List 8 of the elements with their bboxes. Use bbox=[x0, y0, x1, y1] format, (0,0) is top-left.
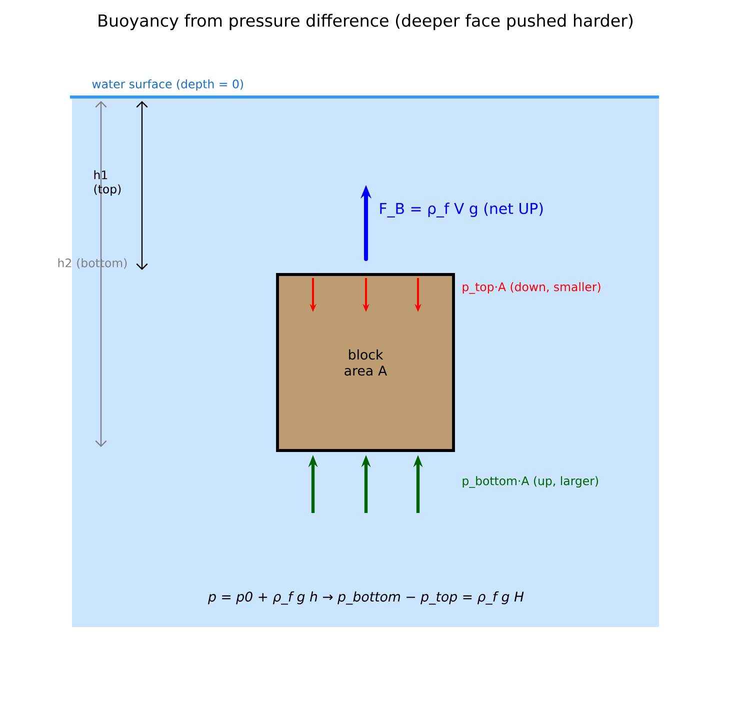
force-label: F_B = ρ_f V g (net UP) bbox=[380, 202, 543, 218]
block-box bbox=[276, 273, 455, 452]
dimension-label: h1 (top) bbox=[94, 170, 121, 196]
force-label: p_bottom·A (up, larger) bbox=[462, 476, 598, 488]
title: Buoyancy from pressure difference (deeper face pushed harder) bbox=[98, 14, 633, 30]
block-label: block area A bbox=[344, 349, 388, 376]
water-surface-label: water surface (depth = 0) bbox=[92, 79, 244, 91]
formula-text: p = p0 + ρ_f g h → p_bottom − p_top = ρ_f g H bbox=[208, 591, 524, 605]
